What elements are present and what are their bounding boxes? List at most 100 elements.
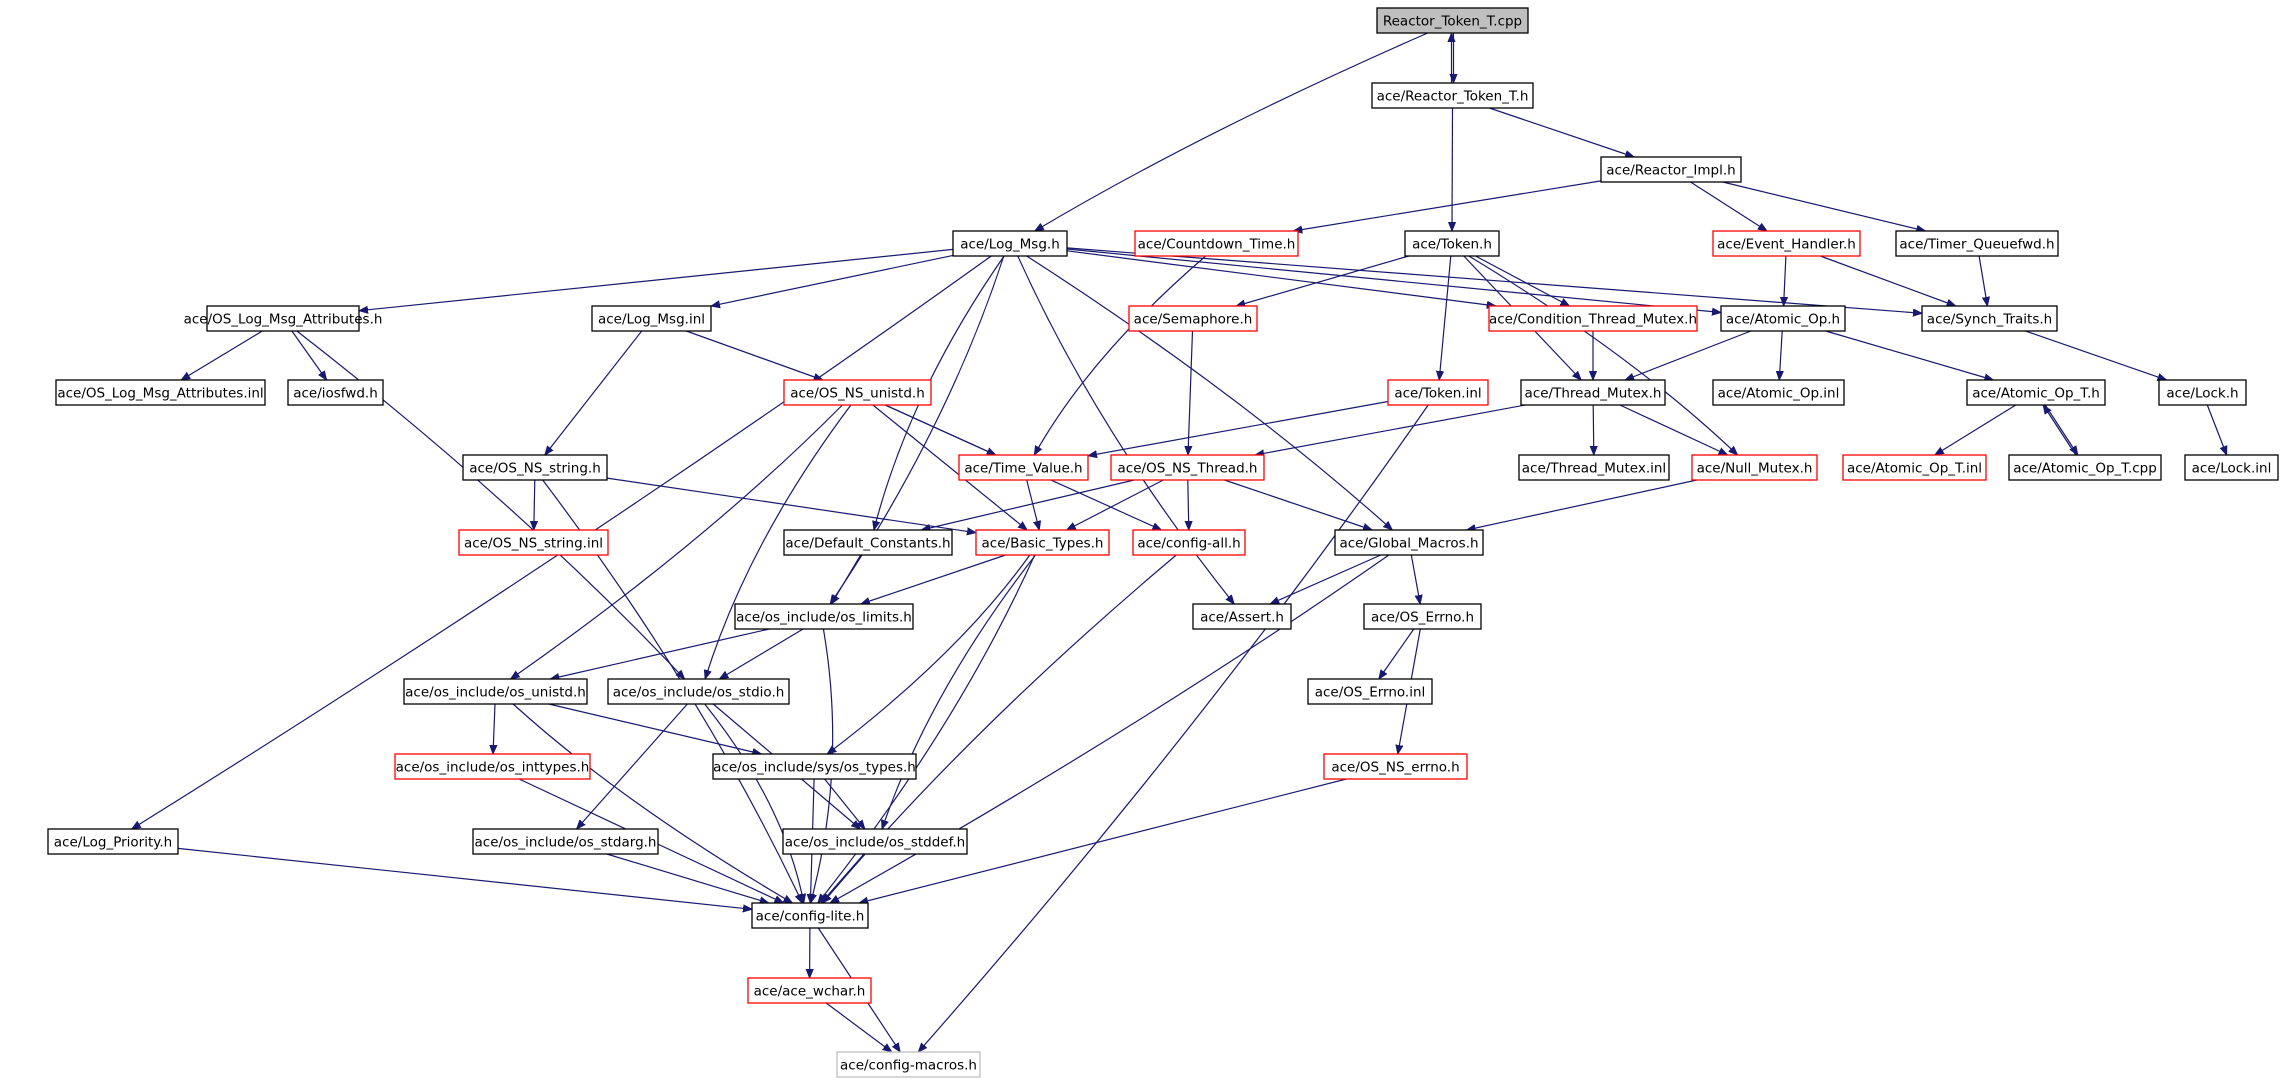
node-box[interactable] — [403, 678, 588, 705]
node-box[interactable] — [462, 454, 608, 481]
node-box[interactable] — [1720, 305, 1846, 332]
node-os-stddef[interactable]: ace/os_include/os_stddef.h — [782, 828, 968, 855]
node-box[interactable] — [747, 977, 872, 1004]
node-box[interactable] — [1307, 678, 1433, 705]
node-box[interactable] — [952, 230, 1068, 257]
node-box[interactable] — [1323, 753, 1468, 780]
node-time-value[interactable]: ace/Time_Value.h — [958, 454, 1089, 481]
node-box[interactable] — [782, 828, 968, 855]
node-os-log-attr-inl[interactable]: ace/OS_Log_Msg_Attributes.inl — [55, 379, 266, 406]
node-box[interactable] — [2184, 454, 2279, 481]
node-box[interactable] — [1363, 603, 1482, 630]
node-semaphore[interactable]: ace/Semaphore.h — [1128, 305, 1258, 332]
node-default-constants[interactable]: ace/Default_Constants.h — [783, 529, 953, 556]
node-config-all[interactable]: ace/config-all.h — [1132, 529, 1246, 556]
node-atomic-op[interactable]: ace/Atomic_Op.h — [1720, 305, 1846, 332]
node-atomic-op-t-h[interactable]: ace/Atomic_Op_T.h — [1966, 379, 2106, 406]
node-box[interactable] — [734, 603, 914, 630]
node-os-stdio[interactable]: ace/os_include/os_stdio.h — [607, 678, 790, 705]
node-log-priority[interactable]: ace/Log_Priority.h — [47, 828, 179, 855]
node-global-macros[interactable]: ace/Global_Macros.h — [1334, 529, 1484, 556]
node-box[interactable] — [1404, 230, 1500, 257]
node-os-stdarg[interactable]: ace/os_include/os_stdarg.h — [472, 828, 659, 855]
node-os-ns-string-inl[interactable]: ace/OS_NS_string.inl — [458, 529, 609, 556]
node-box[interactable] — [1921, 305, 2058, 332]
node-box[interactable] — [1110, 454, 1265, 481]
node-box[interactable] — [591, 305, 712, 332]
node-box[interactable] — [1842, 454, 1987, 481]
node-box[interactable] — [1712, 379, 1845, 406]
node-token-h[interactable]: ace/Token.h — [1404, 230, 1500, 257]
node-box[interactable] — [1966, 379, 2106, 406]
node-box[interactable] — [783, 379, 932, 406]
node-config-lite[interactable]: ace/config-lite.h — [751, 902, 869, 929]
node-os-ns-thread[interactable]: ace/OS_NS_Thread.h — [1110, 454, 1265, 481]
node-box[interactable] — [1192, 603, 1292, 630]
node-box[interactable] — [1128, 305, 1258, 332]
node-os-ns-unistd[interactable]: ace/OS_NS_unistd.h — [783, 379, 932, 406]
node-reactor-token-t-h[interactable]: ace/Reactor_Token_T.h — [1371, 82, 1534, 109]
node-box[interactable] — [1691, 454, 1818, 481]
node-lock-h[interactable]: ace/Lock.h — [2158, 379, 2247, 406]
node-box[interactable] — [1387, 379, 1489, 406]
node-box[interactable] — [1132, 529, 1246, 556]
node-atomic-op-t-cpp[interactable]: ace/Atomic_Op_T.cpp — [2008, 454, 2162, 481]
node-box[interactable] — [2158, 379, 2247, 406]
node-box[interactable] — [975, 529, 1110, 556]
node-os-limits[interactable]: ace/os_include/os_limits.h — [734, 603, 914, 630]
node-box[interactable] — [394, 753, 591, 780]
node-box[interactable] — [1712, 230, 1861, 257]
node-log-msg[interactable]: ace/Log_Msg.h — [952, 230, 1068, 257]
node-box[interactable] — [958, 454, 1089, 481]
node-box[interactable] — [2008, 454, 2162, 481]
node-box[interactable] — [1134, 230, 1299, 257]
node-os-ns-string[interactable]: ace/OS_NS_string.h — [462, 454, 608, 481]
node-config-macros[interactable]: ace/config-macros.h — [836, 1051, 981, 1078]
node-os-ns-errno[interactable]: ace/OS_NS_errno.h — [1323, 753, 1468, 780]
node-atomic-op-t-inl[interactable]: ace/Atomic_Op_T.inl — [1842, 454, 1987, 481]
node-box[interactable] — [1488, 305, 1698, 332]
node-box[interactable] — [1600, 156, 1742, 183]
node-box[interactable] — [1518, 454, 1670, 481]
node-box[interactable] — [712, 753, 917, 780]
node-event-handler[interactable]: ace/Event_Handler.h — [1712, 230, 1861, 257]
node-box[interactable] — [1334, 529, 1484, 556]
node-os-log-attr[interactable]: ace/OS_Log_Msg_Attributes.h — [184, 305, 383, 332]
node-box[interactable] — [836, 1051, 981, 1078]
node-token-inl[interactable]: ace/Token.inl — [1387, 379, 1489, 406]
node-box[interactable] — [55, 379, 266, 406]
node-basic-types[interactable]: ace/Basic_Types.h — [975, 529, 1110, 556]
node-reactor-impl[interactable]: ace/Reactor_Impl.h — [1600, 156, 1742, 183]
node-countdown[interactable]: ace/Countdown_Time.h — [1134, 230, 1299, 257]
node-synch-traits[interactable]: ace/Synch_Traits.h — [1921, 305, 2058, 332]
node-box[interactable] — [458, 529, 609, 556]
node-box[interactable] — [751, 902, 869, 929]
node-thread-mutex[interactable]: ace/Thread_Mutex.h — [1520, 379, 1666, 406]
node-timer-queuefwd[interactable]: ace/Timer_Queuefwd.h — [1895, 230, 2059, 257]
node-log-msg-inl[interactable]: ace/Log_Msg.inl — [591, 305, 712, 332]
node-box[interactable] — [206, 305, 360, 332]
node-box[interactable] — [47, 828, 179, 855]
node-box[interactable] — [1895, 230, 2059, 257]
node-os-inttypes[interactable]: ace/os_include/os_inttypes.h — [394, 753, 591, 780]
node-box[interactable] — [783, 529, 953, 556]
node-root[interactable]: Reactor_Token_T.cpp — [1376, 7, 1529, 34]
node-lock-inl[interactable]: ace/Lock.inl — [2184, 454, 2279, 481]
node-box[interactable] — [1371, 82, 1534, 109]
node-iosfwd[interactable]: ace/iosfwd.h — [287, 379, 384, 406]
node-box[interactable] — [1376, 7, 1529, 34]
node-ace-wchar[interactable]: ace/ace_wchar.h — [747, 977, 872, 1004]
node-os-errno[interactable]: ace/OS_Errno.h — [1363, 603, 1482, 630]
node-cond-thread-mutex[interactable]: ace/Condition_Thread_Mutex.h — [1488, 305, 1698, 332]
node-os-types[interactable]: ace/os_include/sys/os_types.h — [712, 753, 917, 780]
node-os-errno-inl[interactable]: ace/OS_Errno.inl — [1307, 678, 1433, 705]
node-atomic-op-inl[interactable]: ace/Atomic_Op.inl — [1712, 379, 1845, 406]
node-box[interactable] — [287, 379, 384, 406]
node-thread-mutex-inl[interactable]: ace/Thread_Mutex.inl — [1518, 454, 1670, 481]
node-box[interactable] — [607, 678, 790, 705]
node-os-unistd[interactable]: ace/os_include/os_unistd.h — [403, 678, 588, 705]
node-box[interactable] — [1520, 379, 1666, 406]
node-box[interactable] — [472, 828, 659, 855]
node-assert-h[interactable]: ace/Assert.h — [1192, 603, 1292, 630]
node-null-mutex[interactable]: ace/Null_Mutex.h — [1691, 454, 1818, 481]
